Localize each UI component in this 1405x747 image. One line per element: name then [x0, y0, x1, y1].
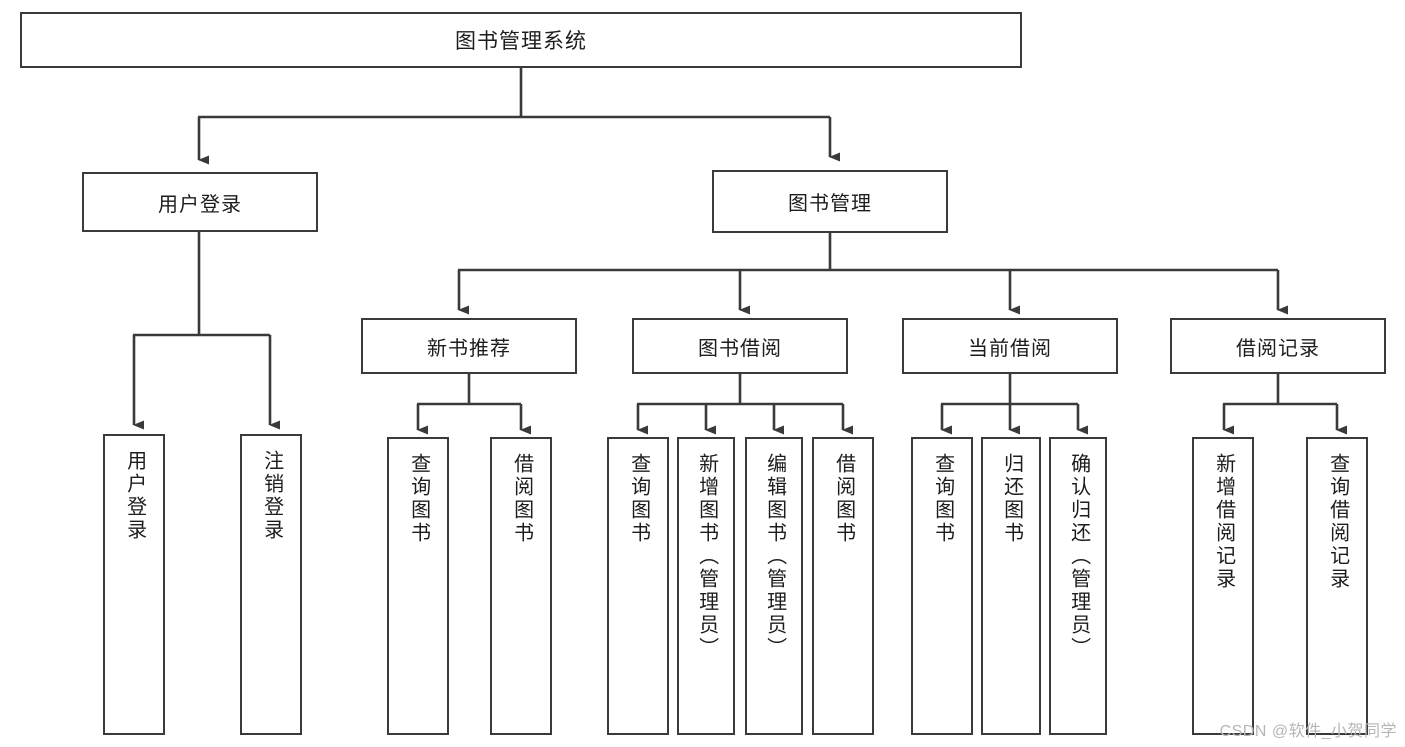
leaf-new-book-1[interactable]: 借阅图书: [490, 437, 552, 735]
leaf-borrow-record-0-label: 新增借阅记录: [1212, 453, 1235, 591]
node-user-login-label: 用户登录: [158, 193, 242, 216]
node-book-manage-label: 图书管理: [788, 193, 872, 215]
node-current-borrow[interactable]: 当前借阅: [902, 318, 1118, 374]
leaf-user-login-0-label: 用户登录: [123, 450, 146, 542]
leaf-book-borrow-2-label: 编辑图书（管理员）: [763, 453, 786, 660]
node-root-system[interactable]: 图书管理系统: [20, 12, 1022, 68]
leaf-book-borrow-3[interactable]: 借阅图书: [812, 437, 874, 735]
leaf-book-borrow-2[interactable]: 编辑图书（管理员）: [745, 437, 803, 735]
leaf-current-borrow-1-label: 归还图书: [1000, 453, 1023, 545]
node-book-manage[interactable]: 图书管理: [712, 170, 948, 233]
node-user-login[interactable]: 用户登录: [82, 172, 318, 232]
node-current-borrow-label: 当前借阅: [968, 337, 1052, 360]
node-book-borrow[interactable]: 图书借阅: [632, 318, 848, 374]
leaf-borrow-record-0[interactable]: 新增借阅记录: [1192, 437, 1254, 735]
node-borrow-record[interactable]: 借阅记录: [1170, 318, 1386, 374]
leaf-borrow-record-1-label: 查询借阅记录: [1326, 453, 1349, 591]
leaf-book-borrow-1-label: 新增图书（管理员）: [695, 453, 718, 660]
leaf-book-borrow-3-label: 借阅图书: [832, 453, 855, 545]
leaf-book-borrow-1[interactable]: 新增图书（管理员）: [677, 437, 735, 735]
leaf-current-borrow-0-label: 查询图书: [931, 453, 954, 545]
leaf-book-borrow-0-label: 查询图书: [627, 453, 650, 545]
leaf-borrow-record-1[interactable]: 查询借阅记录: [1306, 437, 1368, 735]
leaf-current-borrow-1[interactable]: 归还图书: [981, 437, 1041, 735]
leaf-current-borrow-2-label: 确认归还（管理员）: [1067, 453, 1090, 660]
node-new-book-recommend[interactable]: 新书推荐: [361, 318, 577, 374]
node-new-book-recommend-label: 新书推荐: [427, 337, 511, 360]
node-root-label: 图书管理系统: [455, 30, 587, 53]
leaf-user-login-0[interactable]: 用户登录: [103, 434, 165, 735]
leaf-user-login-1[interactable]: 注销登录: [240, 434, 302, 735]
leaf-book-borrow-0[interactable]: 查询图书: [607, 437, 669, 735]
leaf-new-book-0-label: 查询图书: [407, 453, 430, 545]
csdn-watermark: CSDN @软件_小贺同学: [1219, 723, 1397, 740]
leaf-current-borrow-0[interactable]: 查询图书: [911, 437, 973, 735]
leaf-current-borrow-2[interactable]: 确认归还（管理员）: [1049, 437, 1107, 735]
leaf-new-book-1-label: 借阅图书: [510, 453, 533, 545]
node-book-borrow-label: 图书借阅: [698, 337, 782, 360]
node-borrow-record-label: 借阅记录: [1236, 337, 1320, 360]
leaf-user-login-1-label: 注销登录: [260, 450, 283, 542]
leaf-new-book-0[interactable]: 查询图书: [387, 437, 449, 735]
